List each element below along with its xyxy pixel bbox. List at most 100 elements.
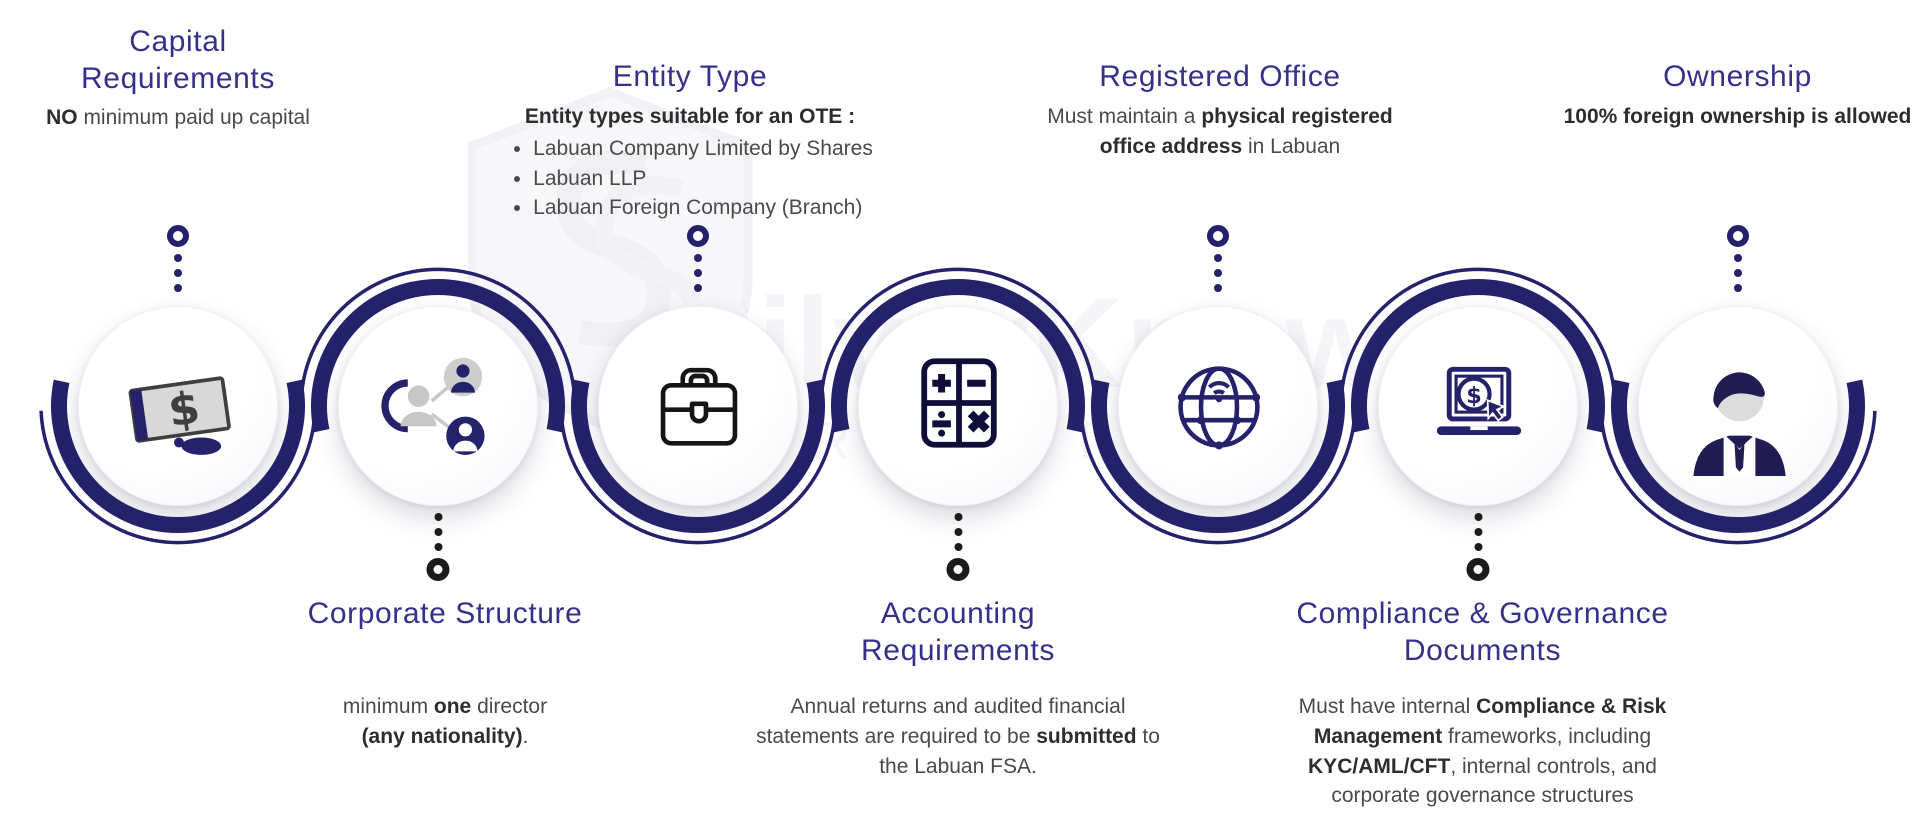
- accounting-requirements-body: Annual returns and audited financial sta…: [728, 692, 1188, 781]
- connector-accounting-requirements: [946, 513, 970, 581]
- body-segment: Must maintain a: [1047, 105, 1202, 128]
- connector-ring: [426, 558, 450, 581]
- body-segment: in Labuan: [1242, 134, 1341, 158]
- connector-registered-office: [1207, 225, 1229, 292]
- connector-capital-requirements: [167, 225, 189, 292]
- connector-ring: [687, 225, 709, 247]
- svg-text:$: $: [1466, 383, 1482, 409]
- step-corporate-structure: [293, 261, 583, 581]
- step-registered-office: [1073, 225, 1363, 551]
- registered-office-title: Registered Office: [1099, 60, 1341, 94]
- section-entity-type-text: Entity Type Entity types suitable for an…: [480, 24, 900, 223]
- step-compliance-governance: $: [1333, 261, 1623, 581]
- capital-requirements-title: Capital Requirements: [81, 25, 275, 95]
- step-arc: [819, 267, 1097, 433]
- step-circle: [1638, 306, 1838, 506]
- connector-compliance-governance: [1466, 513, 1490, 581]
- connector-ring: [1466, 558, 1490, 581]
- laptop-finance-icon: $: [1436, 366, 1522, 436]
- section-registered-office-text: Registered Office Must maintain a physic…: [1010, 24, 1430, 162]
- bullet-item: Labuan Company Limited by Shares: [533, 134, 873, 164]
- connector-ownership: [1727, 225, 1749, 292]
- bullet-item: Labuan Foreign Company (Branch): [533, 193, 873, 223]
- step-ownership: [1593, 225, 1883, 551]
- step-arc: [1339, 267, 1617, 433]
- body-segment: minimum paid up capital: [77, 106, 310, 130]
- step-arc: [1599, 379, 1877, 545]
- connector-dot: [954, 528, 962, 536]
- connector-dot: [174, 284, 182, 292]
- connector-dot: [1734, 269, 1742, 277]
- corporate-structure-body: minimum one director (any nationality).: [255, 692, 635, 752]
- body-segment: Annual returns and audited financial sta…: [756, 695, 1126, 748]
- money-bill-icon: $: [128, 376, 231, 455]
- step-accounting-requirements: [813, 261, 1103, 581]
- connector-dot: [954, 543, 962, 551]
- connector-dot: [1214, 254, 1222, 262]
- connector-dot: [1734, 254, 1742, 262]
- section-capital-requirements-text: Capital Requirements NO minimum paid up …: [8, 24, 348, 133]
- org-structure-icon: [381, 357, 485, 455]
- corporate-structure-title: Corporate Structure: [307, 597, 583, 630]
- connector-dot: [1214, 284, 1222, 292]
- connector-dot: [174, 254, 182, 262]
- connector-dot: [954, 513, 962, 521]
- connector-dot: [1734, 284, 1742, 292]
- section-compliance-governance-text: Compliance & Governance Documents Must h…: [1245, 596, 1720, 811]
- connector-dot: [1474, 513, 1482, 521]
- section-corporate-structure-text: Corporate Structure minimum one director…: [255, 596, 635, 752]
- body-segment: submitted: [1036, 724, 1137, 748]
- entity-type-title: Entity Type: [612, 60, 768, 94]
- connector-dot: [1214, 269, 1222, 277]
- businessman-icon: [1693, 372, 1786, 477]
- registered-office-body: Must maintain a physical registered offi…: [1010, 102, 1430, 162]
- compliance-governance-title: Compliance & Governance Documents: [1296, 597, 1669, 667]
- section-accounting-requirements-text: Accounting Requirements Annual returns a…: [728, 596, 1188, 781]
- connector-ring: [167, 225, 189, 247]
- connector-ring: [1207, 225, 1229, 247]
- step-arc: [1079, 379, 1357, 545]
- connector-dot: [1474, 543, 1482, 551]
- step-circle: [1118, 306, 1318, 506]
- body-segment: NO: [46, 106, 78, 130]
- global-network-icon: [1177, 366, 1261, 450]
- calculator-icon: [921, 358, 997, 448]
- connector-corporate-structure: [426, 513, 450, 581]
- body-segment: Must have internal: [1298, 695, 1477, 718]
- body-segment: frameworks, including: [1448, 724, 1652, 748]
- body-segment: Compliance & Risk Management: [1313, 695, 1667, 748]
- entity-type-body: Entity types suitable for an OTE :: [480, 102, 900, 132]
- step-circle: [338, 306, 538, 506]
- section-ownership-text: Ownership 100% foreign ownership is allo…: [1525, 24, 1920, 132]
- body-segment: director: [477, 695, 548, 718]
- connector-ring: [1727, 225, 1749, 247]
- entity-type-bullet-list: Labuan Company Limited by Shares Labuan …: [507, 134, 873, 223]
- step-circle: [858, 306, 1058, 506]
- step-circle: $: [78, 306, 278, 506]
- svg-text:$: $: [165, 382, 203, 438]
- body-segment: one: [433, 695, 472, 718]
- connector-dot: [174, 269, 182, 277]
- body-segment: 100% foreign ownership is allowed: [1563, 105, 1912, 128]
- ownership-body: 100% foreign ownership is allowed: [1525, 102, 1920, 132]
- body-segment: (any nationality): [361, 724, 523, 748]
- connector-ring: [946, 558, 970, 581]
- body-segment: KYC/AML/CFT: [1308, 754, 1451, 778]
- briefcase-icon: [660, 367, 738, 446]
- body-segment: minimum: [342, 695, 434, 718]
- accounting-requirements-title: Accounting Requirements: [861, 597, 1055, 667]
- connector-dot: [1474, 528, 1482, 536]
- connector-dot: [434, 528, 442, 536]
- step-arc: [559, 379, 837, 545]
- step-circle: [598, 306, 798, 506]
- step-arc: [39, 379, 317, 545]
- step-entity-type: [553, 225, 843, 551]
- body-segment: physical registered office address: [1099, 105, 1393, 158]
- ownership-title: Ownership: [1663, 60, 1812, 94]
- body-segment: to the Labuan FSA.: [879, 724, 1160, 778]
- body-segment: Entity types suitable for an OTE :: [524, 105, 856, 128]
- bullet-item: Labuan LLP: [533, 164, 873, 194]
- body-segment: .: [522, 724, 529, 748]
- step-circle: $: [1378, 306, 1578, 506]
